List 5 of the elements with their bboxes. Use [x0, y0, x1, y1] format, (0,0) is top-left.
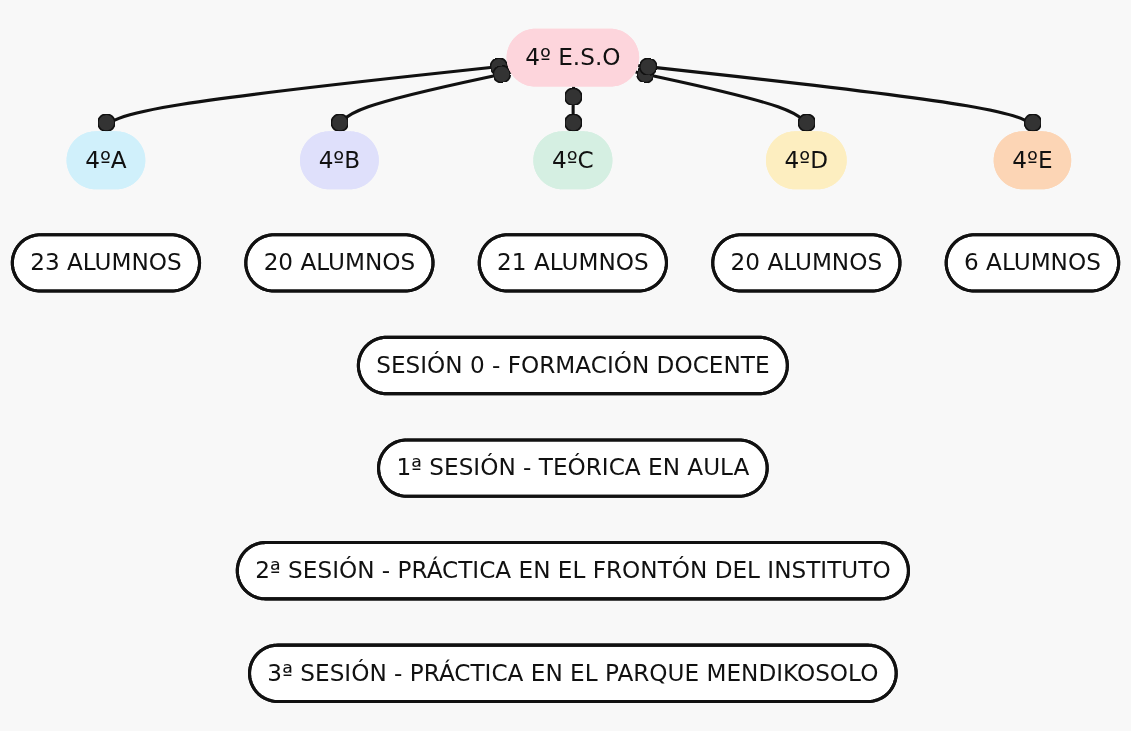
connector: [638, 57, 1043, 133]
connector: [635, 64, 817, 133]
connector: [330, 64, 512, 133]
connector: [563, 86, 583, 133]
connector: [97, 57, 510, 133]
